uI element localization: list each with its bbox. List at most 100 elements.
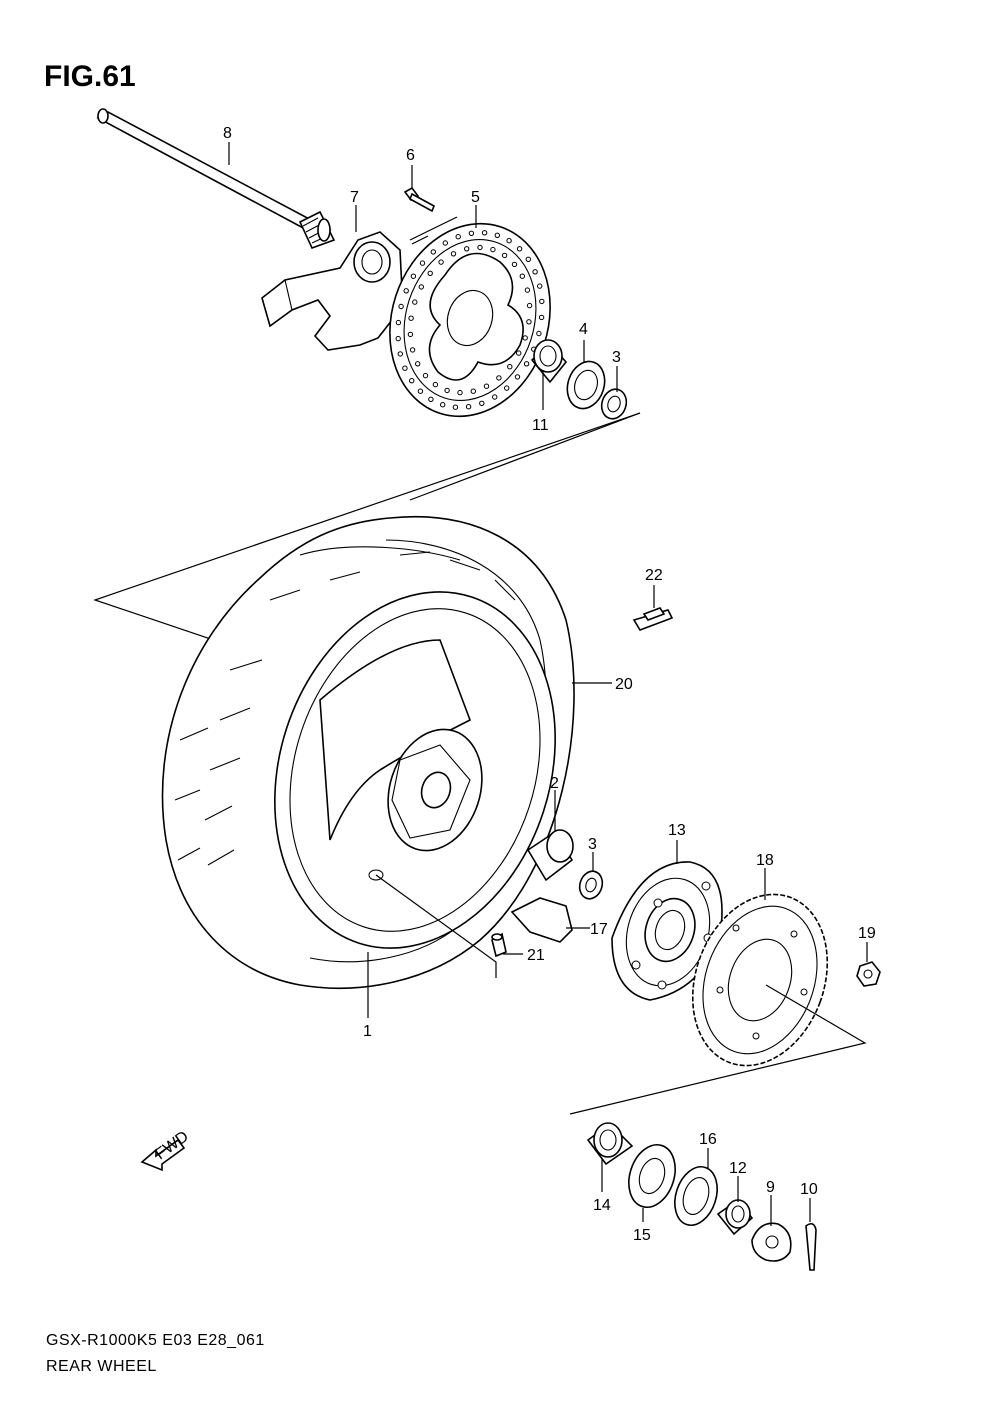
disc-vent-hole [504,385,510,391]
disc-vent-hole [494,232,500,239]
disc-vent-hole [450,251,457,257]
callout-10[interactable]: 10 [800,1181,818,1198]
axle-nut[interactable] [751,1222,792,1262]
callout-2[interactable]: 2 [550,775,559,792]
disc-vent-hole [526,319,532,325]
disc-vent-hole [427,270,433,276]
rear-axle[interactable] [96,108,336,250]
disc-vent-hole [514,374,521,380]
disc-vent-hole [477,244,483,251]
disc-vent-hole [418,284,424,290]
sprocket-drum-bearing[interactable] [621,1139,683,1213]
tire-valve[interactable] [491,932,507,958]
disc-vent-hole [536,330,542,337]
assembly-guide-line [569,984,867,1115]
oil-seal[interactable] [561,357,610,414]
disc-vent-hole [481,230,488,236]
callout-7[interactable]: 7 [350,189,359,206]
disc-vent-hole [479,400,485,406]
disc-vent-hole [496,375,502,381]
callout-5[interactable]: 5 [471,189,480,206]
disc-vent-hole [492,394,498,400]
sprocket-nut[interactable] [856,961,881,987]
disc-vent-hole [409,378,415,384]
disc-vent-hole [395,319,402,326]
wheel-bearing-upper[interactable] [598,386,630,422]
disc-vent-hole [430,249,436,255]
disc-vent-hole [523,361,530,367]
disc-vent-holes [395,230,545,410]
disc-vent-hole [516,350,522,356]
disc-vent-hole [442,240,448,246]
disc-vent-hole [519,273,525,279]
callout-18[interactable]: 18 [756,852,774,869]
disc-vent-hole [516,246,523,252]
callout-15[interactable]: 15 [633,1227,651,1244]
wheel-bearing-lower[interactable] [576,868,606,901]
callout-1[interactable]: 1 [363,1023,372,1040]
callout-19[interactable]: 19 [858,925,876,942]
fwd-label: FWD [152,1128,191,1163]
disc-vent-hole [538,314,545,321]
disc-vent-hole [525,256,531,262]
disc-vent-hole [483,383,490,389]
disc-vent-hole [395,335,401,342]
callout-8[interactable]: 8 [223,125,232,142]
disc-vent-hole [444,387,450,394]
sprocket-drum-oil-seal[interactable] [668,1161,725,1230]
disc-vent-hole [419,260,426,266]
disc-vent-hole [506,238,512,244]
callout-22[interactable]: 22 [645,567,663,584]
axle-spacer[interactable] [716,1198,754,1236]
callout-3-lower[interactable]: 3 [588,836,597,853]
callout-6[interactable]: 6 [406,147,415,164]
callout-21[interactable]: 21 [527,947,545,964]
wheel-spacer-left[interactable] [530,339,568,384]
balancer-weight[interactable] [632,607,674,631]
callout-leader-lines [228,142,868,1226]
assembly-guide-line [375,874,497,978]
disc-vent-hole [432,381,439,388]
disc-vent-hole [468,230,475,237]
callout-9[interactable]: 9 [766,1179,775,1196]
forward-direction-arrow: FWD [140,1128,192,1172]
disc-vent-hole [522,335,528,341]
assembly-guide-line [409,216,458,245]
section-name: REAR WHEEL [46,1358,157,1375]
disc-vent-hole [407,331,414,338]
callout-16[interactable]: 16 [699,1131,717,1148]
assembly-guide-line [409,412,641,501]
disc-vent-hole [417,388,424,394]
wheel-spacer-right[interactable] [526,829,574,882]
cotter-pin[interactable] [805,1222,817,1271]
callout-14[interactable]: 14 [593,1197,611,1214]
caliper-bracket[interactable] [261,231,403,351]
wheel-damper[interactable] [510,897,573,943]
disc-vent-hole [526,302,533,309]
disc-vent-hole [501,252,508,259]
disc-vent-hole [438,259,444,265]
disc-vent-hole [524,287,531,293]
callout-12[interactable]: 12 [729,1160,747,1177]
sprocket-drum-spacer[interactable] [586,1122,634,1166]
callout-20[interactable]: 20 [615,676,633,693]
disc-bolt[interactable] [403,186,436,213]
disc-vent-hole [464,246,470,252]
callout-4[interactable]: 4 [579,321,588,338]
disc-vent-hole [403,288,409,294]
disc-vent-hole [532,269,538,275]
callout-11[interactable]: 11 [532,417,549,434]
disc-vent-hole [440,402,446,408]
disc-vent-hole [428,396,434,402]
callout-17[interactable]: 17 [590,921,608,938]
disc-vent-hole [490,246,496,253]
rear-sprocket[interactable] [670,875,850,1084]
callout-13[interactable]: 13 [668,822,686,839]
disc-vent-hole [410,273,417,279]
disc-vent-hole [507,364,513,370]
rear-wheel-rim[interactable] [230,555,599,985]
callout-3-upper[interactable]: 3 [612,349,621,366]
disc-vent-hole [408,315,414,321]
disc-vent-hole [415,361,421,367]
